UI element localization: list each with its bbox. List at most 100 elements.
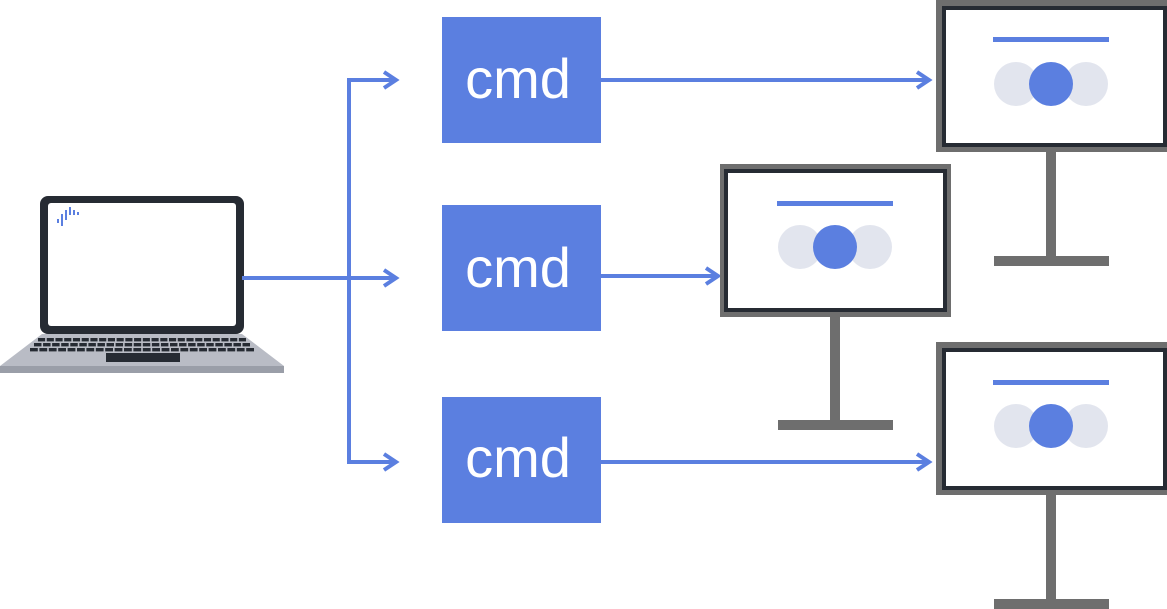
keyboard-key	[188, 343, 196, 347]
keyboard-key	[34, 343, 42, 347]
monitor-stand	[830, 313, 840, 425]
monitor-foot	[778, 420, 893, 430]
keyboard-key	[107, 338, 115, 342]
keyboard-key	[195, 338, 203, 342]
keyboard-key	[206, 343, 214, 347]
connector-lines	[242, 78, 926, 464]
keyboard-key	[67, 348, 76, 352]
keyboard-key	[106, 343, 114, 347]
keyboard-key	[221, 338, 229, 342]
keyboard-key	[151, 343, 160, 347]
command-box-bg	[442, 205, 601, 331]
keyboard-key	[64, 338, 72, 342]
keyboard-key	[199, 348, 207, 352]
keyboard-key	[224, 343, 232, 347]
keyboard-key	[177, 338, 185, 342]
laptop-screen	[48, 203, 236, 326]
keyboard-key	[242, 343, 250, 347]
keyboard-key	[238, 338, 246, 342]
keyboard-key	[227, 348, 236, 352]
keyboard-key	[38, 338, 46, 342]
keyboard-key	[88, 343, 96, 347]
keyboard-key	[77, 348, 85, 352]
keyboard-key	[125, 338, 133, 342]
keyboard-key	[70, 343, 78, 347]
keyboard-key	[197, 343, 205, 347]
keyboard-key	[124, 343, 133, 347]
keyboard-key	[116, 338, 124, 342]
keyboard-key	[142, 348, 151, 352]
command-box-bg	[442, 397, 601, 523]
keyboard-key	[79, 343, 87, 347]
signal-bars-icon	[57, 207, 79, 226]
keyboard-key	[134, 338, 142, 342]
keyboard-key	[142, 343, 151, 347]
keyboard-key	[72, 338, 81, 342]
arrowhead-display-1	[915, 70, 933, 90]
overlapping-circles-icon	[994, 404, 1108, 448]
monitor-icon	[720, 164, 951, 430]
keyboard-key	[160, 343, 169, 347]
arrowhead-branch-3	[382, 452, 400, 472]
keyboard-key	[90, 338, 98, 342]
keyboard-key	[215, 343, 223, 347]
keyboard-key	[46, 338, 54, 342]
keyboard-key	[133, 343, 142, 347]
command-label: cmd	[465, 236, 571, 299]
monitor-icon	[936, 342, 1167, 609]
arrowhead-display-3	[915, 452, 933, 472]
screen-title-bar	[993, 380, 1109, 385]
keyboard-key	[212, 338, 220, 342]
command-box-2: cmd	[442, 205, 601, 331]
keyboard-key	[170, 343, 178, 347]
keyboard-key	[218, 348, 226, 352]
keyboard-key	[61, 343, 69, 347]
monitor-stand	[1046, 492, 1056, 602]
keyboard-key	[105, 348, 113, 352]
keyboard-key	[171, 348, 179, 352]
keyboard-key	[186, 338, 194, 342]
keyboard-key	[230, 338, 238, 342]
keyboard-key	[55, 338, 63, 342]
keyboard-key	[86, 348, 95, 352]
monitor-foot	[994, 256, 1109, 266]
command-label: cmd	[465, 47, 571, 110]
keyboard-key	[152, 348, 160, 352]
arrowhead-branch-2	[382, 268, 400, 288]
laptop-trackpad	[106, 353, 180, 362]
keyboard-key	[160, 338, 168, 342]
keyboard-key	[81, 338, 89, 342]
arrowheads	[382, 70, 933, 472]
keyboard-key	[142, 338, 150, 342]
arrowhead-branch-1	[382, 70, 400, 90]
command-box-3: cmd	[442, 397, 601, 523]
keyboard-key	[95, 348, 104, 352]
keyboard-key	[151, 338, 159, 342]
keyboard-key	[133, 348, 142, 352]
command-box-1: cmd	[442, 17, 601, 143]
keyboard-key	[115, 343, 124, 347]
laptop-keyboard	[30, 338, 254, 352]
keyboard-key	[189, 348, 198, 352]
keyboard-key	[39, 348, 48, 352]
keyboard-key	[99, 338, 107, 342]
command-label: cmd	[465, 426, 571, 489]
laptop-icon	[0, 196, 284, 373]
keyboard-key	[124, 348, 132, 352]
overlapping-circles-icon	[994, 62, 1108, 106]
keyboard-key	[208, 348, 217, 352]
keyboard-key	[43, 343, 51, 347]
keyboard-key	[236, 348, 245, 352]
keyboard-key	[179, 343, 187, 347]
command-box-bg	[442, 17, 601, 143]
keyboard-key	[30, 348, 38, 352]
screen-title-bar	[777, 201, 893, 206]
overlapping-circles-icon	[778, 225, 892, 269]
keyboard-key	[233, 343, 241, 347]
keyboard-key	[114, 348, 123, 352]
keyboard-key	[161, 348, 170, 352]
monitor-foot	[994, 599, 1109, 609]
monitor-stand	[1046, 150, 1056, 260]
keyboard-key	[48, 348, 57, 352]
